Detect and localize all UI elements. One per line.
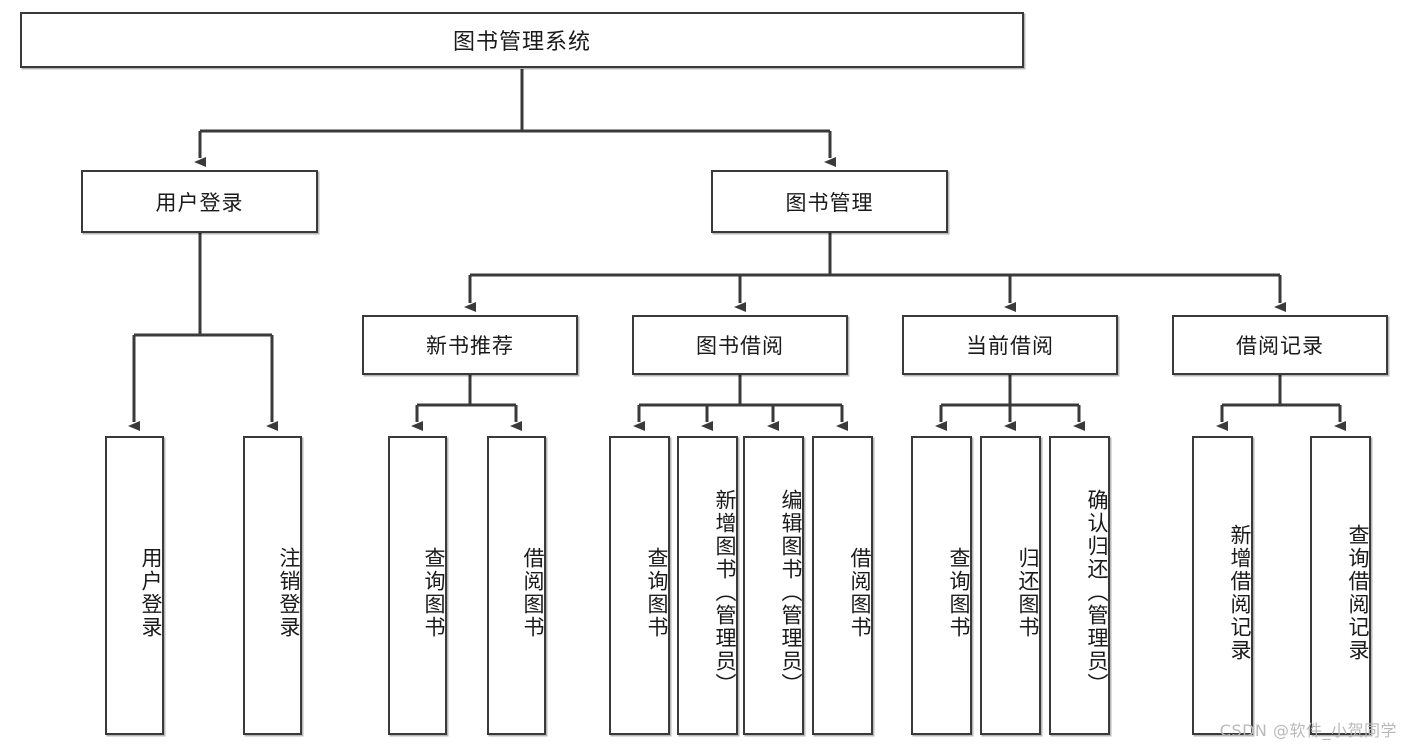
node-borrow-record[interactable]: 借阅记录	[1172, 315, 1388, 375]
leaf-add-record-label: 新增借阅记录	[1228, 523, 1252, 662]
node-new-book-rec[interactable]: 新书推荐	[362, 315, 578, 375]
node-user-login[interactable]: 用户登录	[81, 170, 318, 233]
leaf-query-record[interactable]: 查询借阅记录	[1310, 436, 1371, 735]
leaf-add-record[interactable]: 新增借阅记录	[1192, 436, 1253, 735]
leaf-user-login-label: 用户登录	[139, 546, 163, 639]
node-book-borrow[interactable]: 图书借阅	[632, 315, 848, 375]
node-book-admin[interactable]: 图书管理	[711, 170, 948, 233]
leaf-query-book-1-label: 查询图书	[422, 546, 446, 639]
leaf-edit-book-label: 编辑图书（管理员）	[779, 489, 803, 696]
leaf-return-book-label: 归还图书	[1016, 546, 1040, 639]
leaf-return-book[interactable]: 归还图书	[980, 436, 1041, 735]
node-new-book-rec-label: 新书推荐	[426, 334, 514, 358]
leaf-borrow-book-1-label: 借阅图书	[521, 546, 545, 639]
node-borrow-record-label: 借阅记录	[1236, 334, 1324, 358]
leaf-add-book[interactable]: 新增图书（管理员）	[677, 436, 738, 735]
leaf-confirm-return[interactable]: 确认归还（管理员）	[1049, 436, 1110, 735]
node-user-login-label: 用户登录	[155, 190, 244, 215]
leaf-add-book-label: 新增图书（管理员）	[713, 489, 737, 696]
leaf-query-book-3[interactable]: 查询图书	[911, 436, 972, 735]
node-book-admin-label: 图书管理	[785, 190, 874, 215]
leaf-logout[interactable]: 注销登录	[243, 436, 302, 735]
leaf-borrow-book-1[interactable]: 借阅图书	[487, 436, 546, 735]
node-current-borrow-label: 当前借阅	[966, 334, 1054, 358]
leaf-edit-book[interactable]: 编辑图书（管理员）	[743, 436, 804, 735]
leaf-confirm-return-label: 确认归还（管理员）	[1085, 489, 1109, 696]
leaf-user-login[interactable]: 用户登录	[105, 436, 164, 735]
node-root-label: 图书管理系统	[452, 30, 591, 55]
node-root[interactable]: 图书管理系统	[20, 12, 1024, 68]
leaf-query-book-3-label: 查询图书	[947, 546, 971, 639]
leaf-query-book-1[interactable]: 查询图书	[388, 436, 447, 735]
leaf-query-record-label: 查询借阅记录	[1346, 523, 1370, 662]
leaf-borrow-book-2-label: 借阅图书	[848, 546, 872, 639]
node-book-borrow-label: 图书借阅	[696, 334, 784, 358]
leaf-query-book-2[interactable]: 查询图书	[609, 436, 670, 735]
leaf-logout-label: 注销登录	[277, 546, 301, 639]
leaf-query-book-2-label: 查询图书	[645, 546, 669, 639]
leaf-borrow-book-2[interactable]: 借阅图书	[812, 436, 873, 735]
node-current-borrow[interactable]: 当前借阅	[902, 315, 1118, 375]
